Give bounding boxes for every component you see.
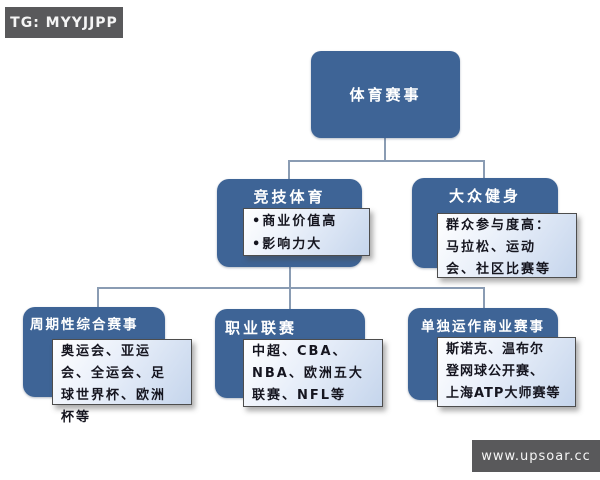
callout-professional-leagues: 中超、CBA、 NBA、欧洲五大 联赛、NFL等 — [243, 339, 383, 407]
node-sports-events-title: 体育赛事 — [349, 85, 422, 104]
callout-mass-fitness-text: 群众参与度高： 马拉松、运动 会、社区比赛等 — [446, 218, 552, 277]
node-competitive-sports-title: 竞技体育 — [253, 188, 326, 206]
node-sports-events: 体育赛事 — [311, 51, 460, 138]
callout-commercial-events-text: 斯诺克、温布尔 登网球公开赛、 上海ATP大师赛等 — [446, 342, 561, 401]
connector-root-down — [384, 138, 386, 161]
callout-competitive-sports: •商业价值高 •影响力大 — [243, 208, 370, 256]
callout-periodic-events: 奥运会、亚运 会、全运会、足 球世界杯、欧洲 杯等 — [52, 339, 192, 425]
node-periodic-events-title: 周期性综合赛事 — [30, 317, 139, 333]
callout-professional-leagues-text: 中超、CBA、 NBA、欧洲五大 联赛、NFL等 — [252, 344, 364, 403]
node-mass-fitness-title: 大众健身 — [448, 187, 521, 205]
connector-to-fitness — [483, 160, 485, 179]
callout-mass-fitness: 群众参与度高： 马拉松、运动 会、社区比赛等 — [437, 213, 577, 278]
connector-to-competitive — [288, 160, 290, 180]
website-watermark-label: www.upsoar.cc — [472, 440, 600, 472]
callout-commercial-events: 斯诺克、温布尔 登网球公开赛、 上海ATP大师赛等 — [437, 337, 576, 407]
connector-level2-horizontal — [288, 160, 485, 162]
node-professional-leagues-title: 职业联赛 — [225, 319, 298, 337]
connector-to-periodic — [97, 287, 99, 308]
callout-competitive-sports-text: •商业价值高 •影响力大 — [252, 214, 338, 252]
telegram-watermark-label: TG: MYYJJPP — [5, 7, 123, 38]
connector-level3-horizontal — [97, 287, 485, 289]
connector-to-commercial — [483, 287, 485, 309]
node-commercial-events-title: 单独运作商业赛事 — [421, 319, 545, 335]
callout-periodic-events-text: 奥运会、亚运 会、全运会、足 球世界杯、欧洲 杯等 — [61, 344, 167, 425]
